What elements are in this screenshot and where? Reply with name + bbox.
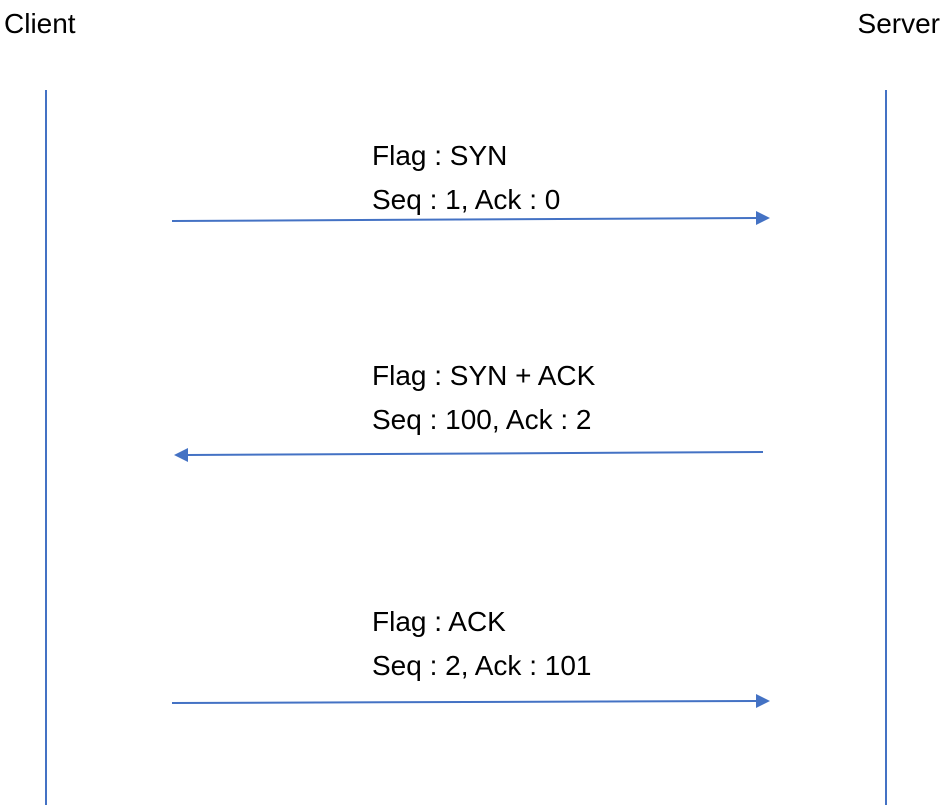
server-label: Server: [857, 8, 940, 39]
message-3-label: Flag : ACK Seq : 2, Ack : 101: [372, 600, 591, 688]
message-3-flag: Flag : ACK: [372, 606, 506, 637]
message-2-seq-ack: Seq : 100, Ack : 2: [372, 404, 592, 435]
message-3-arrowhead: [756, 694, 770, 708]
client-lifeline: [45, 90, 47, 805]
client-label: Client: [4, 8, 76, 39]
message-3-arrow: [171, 700, 758, 704]
message-2-arrow: [186, 451, 764, 456]
message-2-label: Flag : SYN + ACK Seq : 100, Ack : 2: [372, 354, 595, 442]
message-2-arrowhead: [174, 448, 188, 462]
message-1-flag: Flag : SYN: [372, 140, 508, 171]
message-2-flag: Flag : SYN + ACK: [372, 360, 596, 391]
message-1-seq-ack: Seq : 1, Ack : 0: [372, 184, 561, 215]
message-1-label: Flag : SYN Seq : 1, Ack : 0: [372, 134, 560, 222]
message-3-seq-ack: Seq : 2, Ack : 101: [372, 650, 592, 681]
message-1-arrowhead: [756, 211, 770, 225]
server-lifeline: [885, 90, 887, 805]
message-1-arrow: [171, 217, 758, 222]
